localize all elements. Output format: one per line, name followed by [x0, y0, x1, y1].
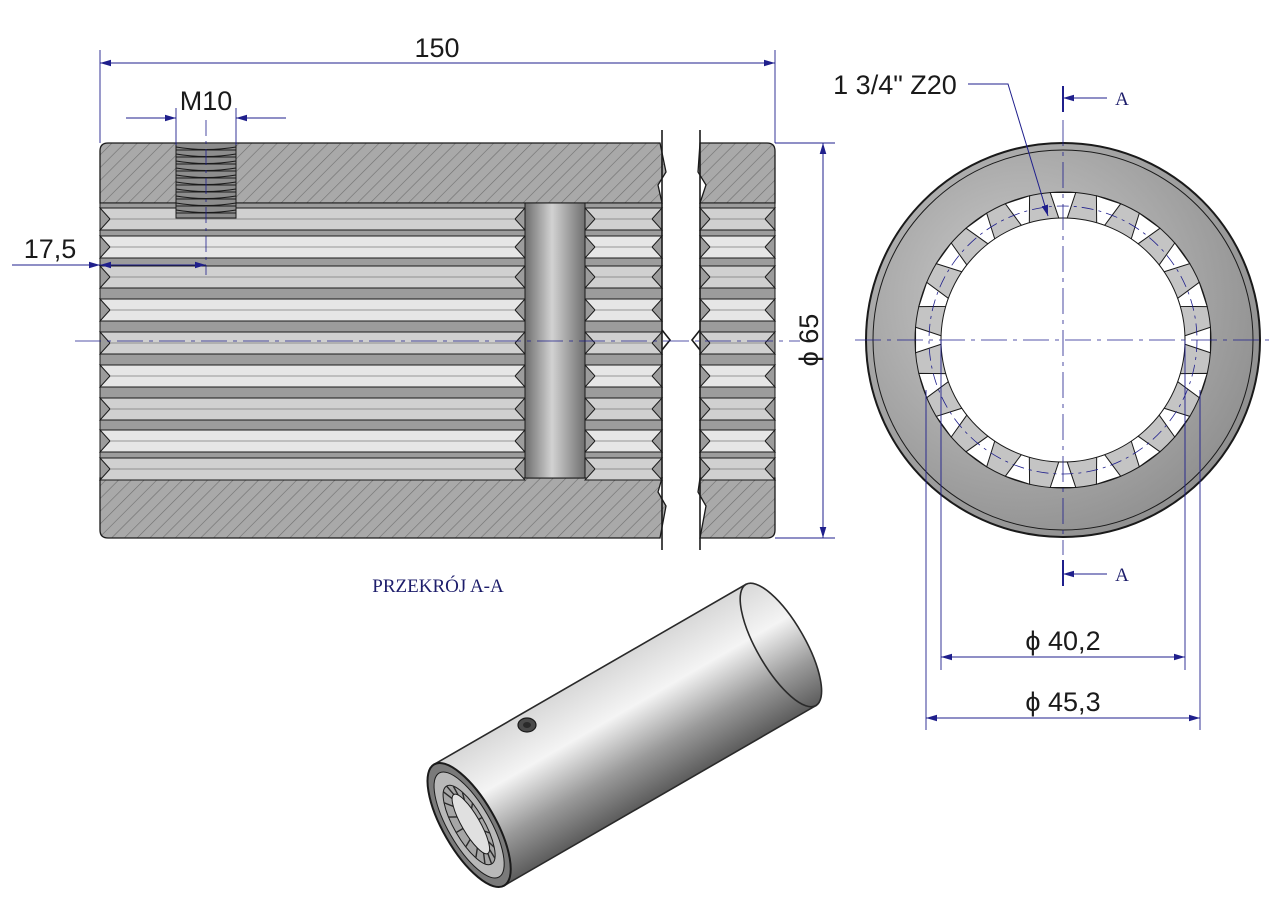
overall-length-label: 150 — [414, 33, 459, 63]
iso-far-end — [739, 582, 823, 708]
iso-spline-tooth — [482, 852, 486, 864]
iso-spline-tooth — [448, 816, 458, 818]
iso-spline-tooth — [478, 816, 483, 821]
top-wall-section-right — [697, 142, 776, 204]
top-wall-section — [99, 142, 667, 204]
minor-diameter-label: ϕ 40,2 — [1025, 626, 1100, 656]
bottom-wall-section — [99, 477, 667, 539]
iso-spline-tooth — [455, 827, 464, 834]
iso-spline-tooth — [484, 830, 490, 834]
section-mark-bottom-label: A — [1115, 565, 1129, 586]
dimension-minor-diameter: ϕ 40,2 — [940, 340, 1186, 670]
iso-spline-tooth — [452, 785, 459, 796]
isometric-view — [426, 582, 823, 888]
major-diameter-label: ϕ 45,3 — [1025, 687, 1100, 717]
iso-spline-tooth — [487, 853, 493, 865]
thread-label: M10 — [180, 86, 233, 116]
dimension-thread: M10 — [126, 86, 286, 275]
outer-diameter-label: ϕ 65 — [794, 314, 824, 367]
iso-spline-tooth — [465, 839, 471, 848]
iso-spline-teeth — [442, 785, 496, 865]
section-mark-top: A — [1062, 86, 1129, 112]
section-mark-bottom: A — [1062, 560, 1129, 586]
thread-offset-label: 17,5 — [24, 234, 77, 264]
end-view — [855, 120, 1275, 555]
iso-spline-tooth — [487, 841, 495, 848]
dimension-overall-length: 150 — [99, 33, 776, 143]
bottom-wall-section-right — [697, 477, 776, 539]
break-notch — [661, 329, 701, 351]
relief-groove — [524, 202, 586, 479]
iso-spline-tooth — [461, 791, 466, 801]
iso-spline-tooth — [470, 803, 474, 809]
spline-spec-label: 1 3/4" Z20 — [833, 70, 957, 100]
section-mark-top-label: A — [1115, 89, 1129, 110]
iso-inner-bore — [451, 793, 491, 855]
dimension-thread-offset: 17,5 — [12, 234, 206, 269]
dimension-outer-diameter: ϕ 65 — [775, 142, 835, 539]
iso-spline-tooth — [475, 847, 479, 858]
section-caption: PRZEKRÓJ A-A — [372, 575, 504, 597]
iso-spline-tooth — [488, 849, 496, 859]
iso-spline-tooth — [442, 791, 453, 800]
dimension-major-diameter: ϕ 45,3 — [925, 390, 1201, 730]
iso-spline-tooth — [443, 802, 454, 808]
iso-spline-tooth — [446, 785, 455, 796]
iso-thread-hole-inner — [523, 722, 531, 728]
thread-line — [175, 202, 237, 207]
spline-spec-leader: 1 3/4" Z20 — [833, 70, 1049, 217]
section-view — [75, 130, 800, 550]
